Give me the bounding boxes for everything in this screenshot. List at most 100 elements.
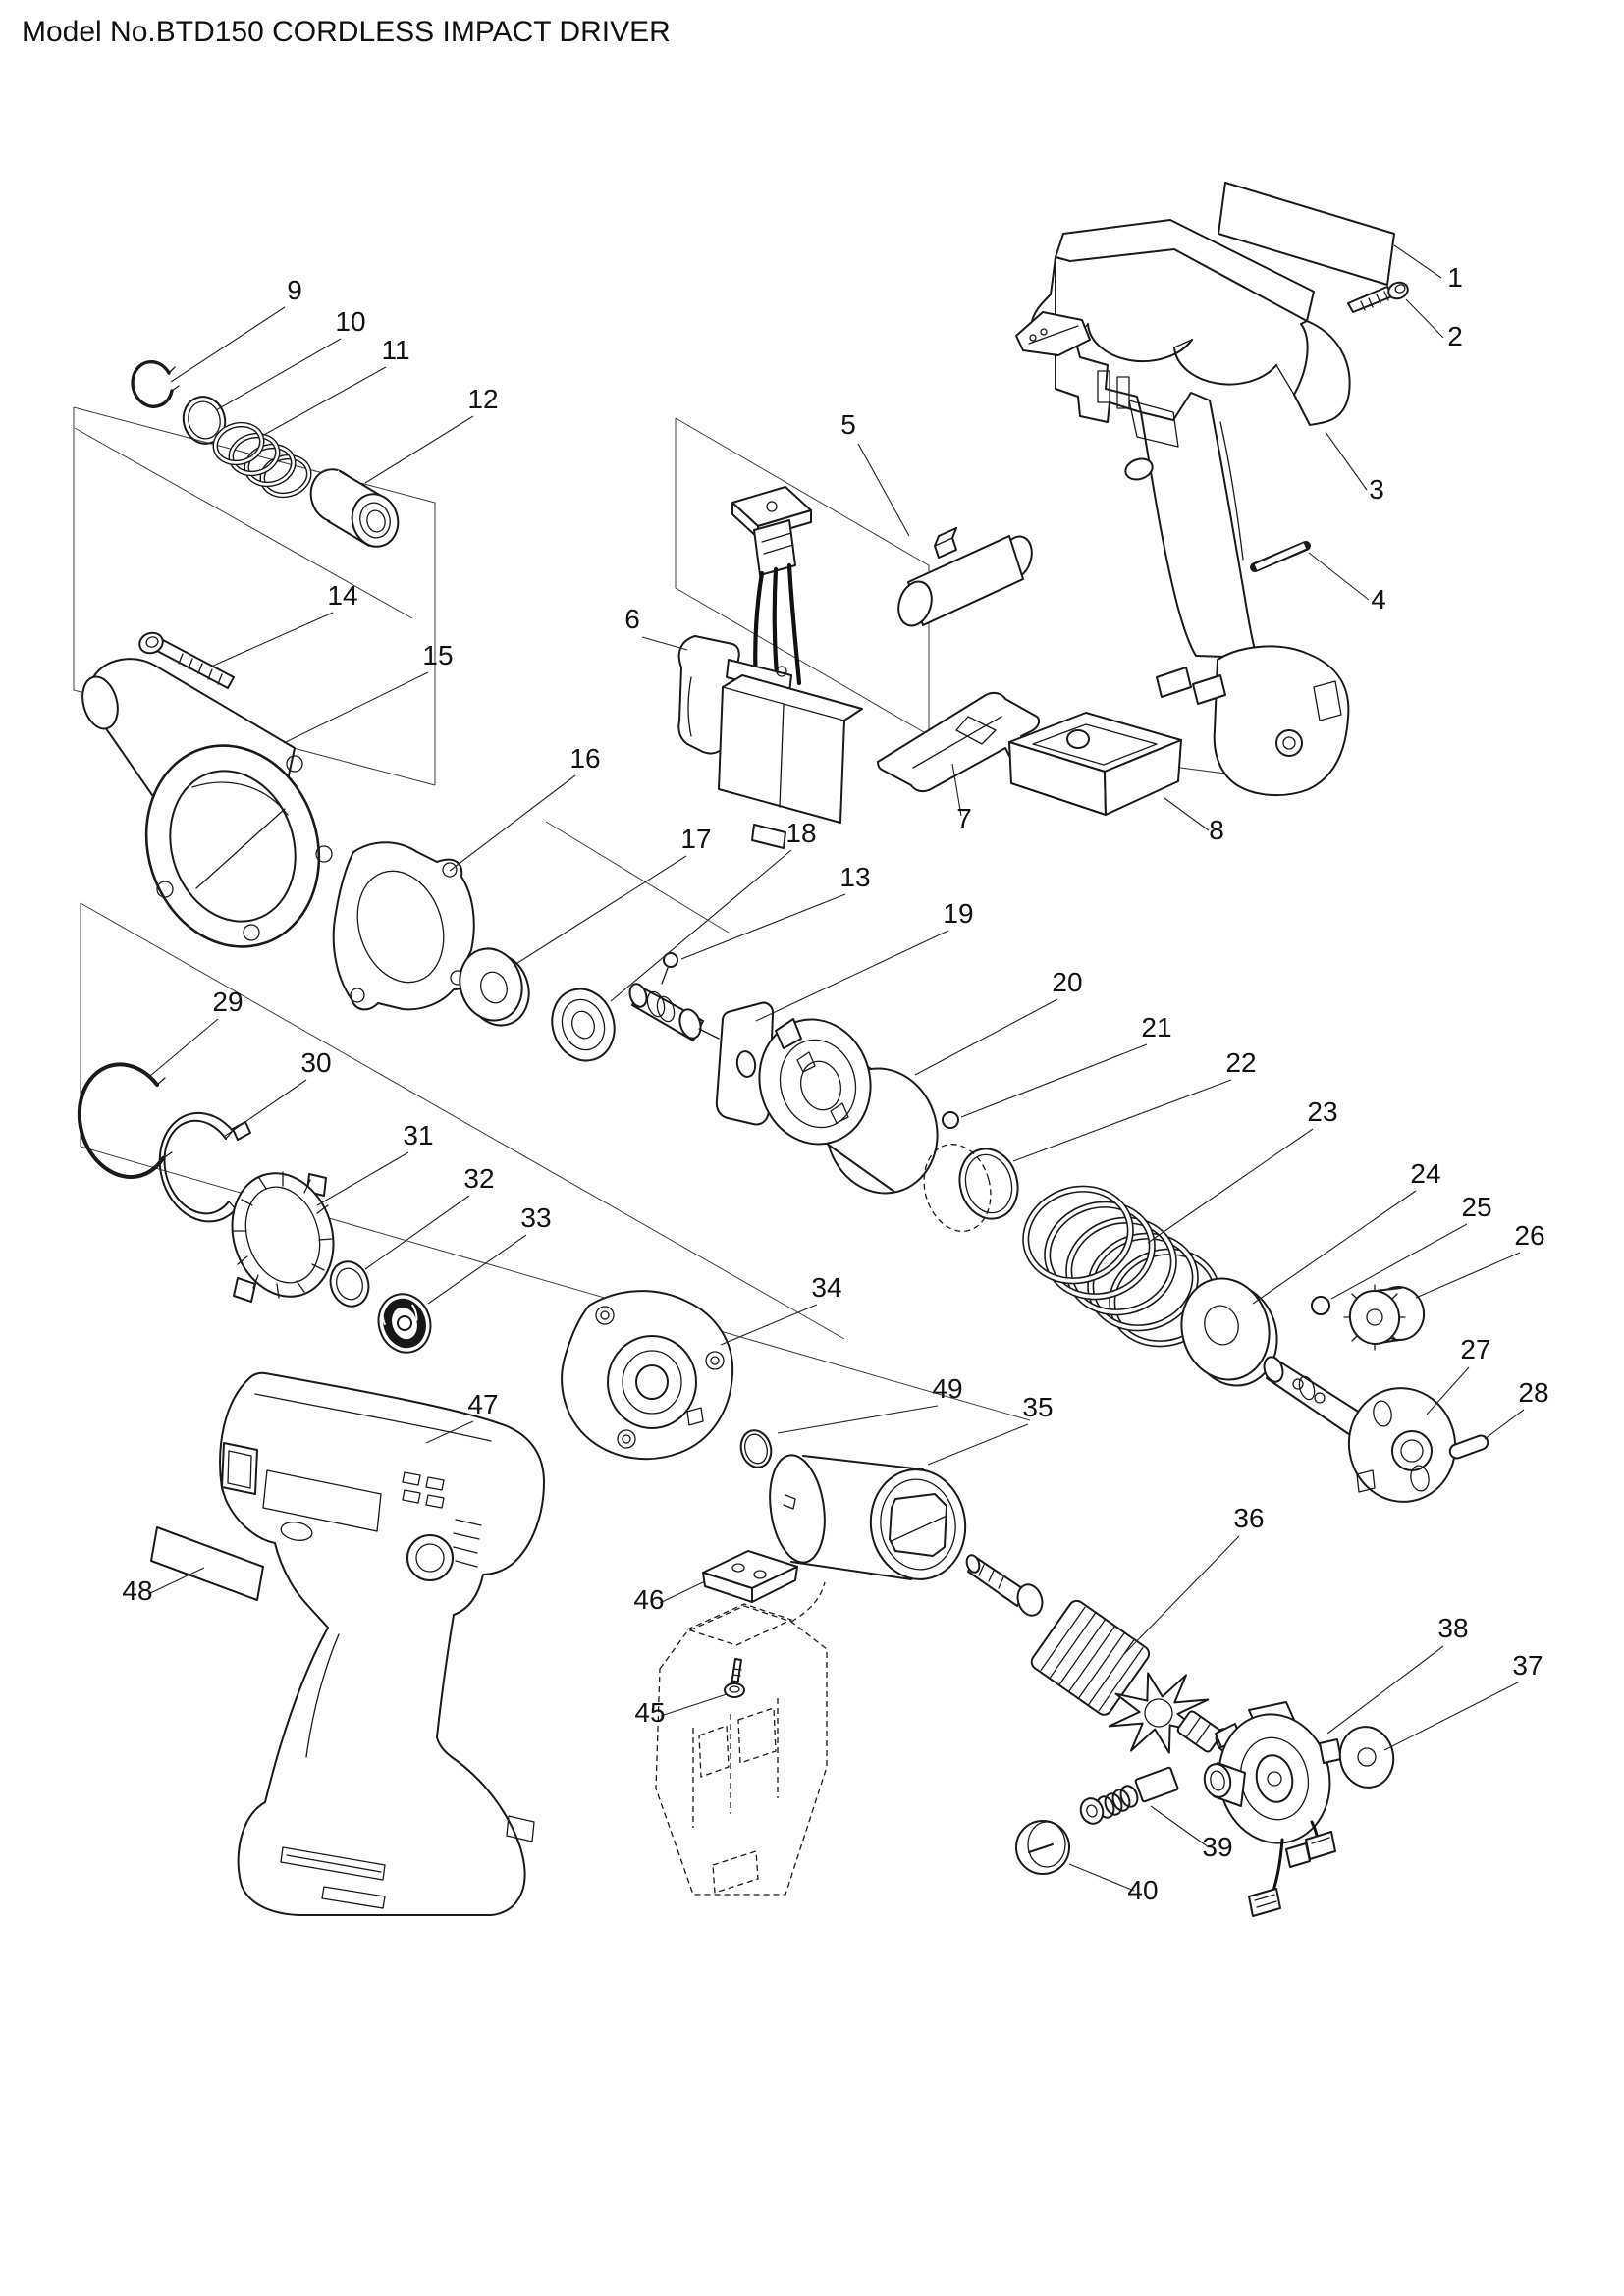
part-27-spindle xyxy=(1263,1356,1457,1503)
leader-line-16 xyxy=(449,774,576,872)
leader-line-27 xyxy=(1426,1366,1470,1415)
callout-number-9: 9 xyxy=(287,275,302,305)
leader-line-1 xyxy=(1393,244,1442,279)
callout-number-38: 38 xyxy=(1437,1613,1468,1643)
callout-number-31: 31 xyxy=(403,1120,433,1150)
part-20-hammer xyxy=(758,1018,939,1195)
leader-line-8 xyxy=(1164,797,1210,831)
callout-number-5: 5 xyxy=(840,409,856,440)
part-13-steel-ball xyxy=(661,952,678,985)
leader-line-20 xyxy=(914,998,1058,1076)
leader-line-37 xyxy=(1383,1682,1519,1751)
part-37-washer xyxy=(1338,1726,1395,1789)
callout-number-24: 24 xyxy=(1410,1158,1440,1189)
leader-line-12 xyxy=(364,415,474,484)
leader-line-47 xyxy=(425,1420,474,1444)
part-11-spring xyxy=(212,421,312,499)
leader-line-11 xyxy=(261,366,387,437)
callout-number-18: 18 xyxy=(785,818,816,848)
leader-line-5 xyxy=(857,443,910,537)
leader-line-7 xyxy=(951,763,962,817)
leader-line-18 xyxy=(610,849,792,1002)
leader-line-4 xyxy=(1308,552,1370,601)
leader-line-17 xyxy=(514,855,687,966)
callout-number-34: 34 xyxy=(811,1272,841,1303)
part-24-flat-washer xyxy=(1180,1277,1278,1387)
part-19-anvil xyxy=(628,983,775,1126)
part-3-housing-right xyxy=(1015,219,1351,797)
leader-line-10 xyxy=(215,338,342,411)
part-46-terminal-plate xyxy=(702,1550,798,1603)
callout-number-8: 8 xyxy=(1209,815,1224,845)
callout-number-48: 48 xyxy=(122,1575,152,1606)
part-33-ball-bearing xyxy=(377,1293,432,1354)
callout-number-10: 10 xyxy=(335,306,365,337)
leader-line-6 xyxy=(641,636,688,651)
part-29-snap-ring xyxy=(77,1062,173,1179)
leader-line-23 xyxy=(1147,1128,1314,1244)
callout-number-7: 7 xyxy=(956,803,972,833)
callout-number-29: 29 xyxy=(212,987,243,1017)
callout-number-3: 3 xyxy=(1369,474,1384,505)
part-45-screw xyxy=(724,1658,745,1698)
callout-number-4: 4 xyxy=(1371,584,1386,614)
callout-number-22: 22 xyxy=(1225,1047,1256,1078)
callout-number-35: 35 xyxy=(1022,1392,1053,1422)
leader-line-25 xyxy=(1330,1223,1468,1300)
part-35-yoke-cylinder xyxy=(769,1454,967,1580)
callout-number-40: 40 xyxy=(1127,1875,1158,1905)
part-14-bolt xyxy=(138,631,235,689)
leader-line-15 xyxy=(283,671,429,744)
callout-number-21: 21 xyxy=(1141,1012,1171,1042)
part-15-hammer-case xyxy=(81,658,333,948)
callout-number-28: 28 xyxy=(1518,1377,1548,1408)
part-49-o-ring xyxy=(739,1429,773,1468)
callout-number-30: 30 xyxy=(300,1047,331,1078)
part-21-steel-ball xyxy=(942,1111,959,1129)
leader-line-36 xyxy=(1122,1535,1240,1656)
part-25-steel-ball xyxy=(1311,1296,1330,1315)
leader-line-28 xyxy=(1484,1409,1525,1440)
leader-line-45 xyxy=(660,1693,728,1717)
callout-number-15: 15 xyxy=(422,640,453,670)
leader-line-3 xyxy=(1325,431,1368,491)
part-12-sleeve xyxy=(309,468,400,548)
leader-line-49 xyxy=(777,1405,939,1434)
callout-number-33: 33 xyxy=(520,1202,551,1233)
page-title: Model No.BTD150 CORDLESS IMPACT DRIVER xyxy=(22,16,671,48)
part-31-bearing-retainer xyxy=(231,1171,335,1303)
part-6-switch xyxy=(677,486,863,849)
leader-line-24 xyxy=(1252,1190,1417,1305)
leader-line-14 xyxy=(210,612,334,667)
part-9-snap-ring xyxy=(131,359,180,408)
part-36-armature xyxy=(965,1554,1240,1754)
part-34-bearing-box xyxy=(561,1290,734,1461)
part-8-terminal-box xyxy=(1008,712,1182,816)
callout-number-23: 23 xyxy=(1307,1096,1337,1127)
part-48-label xyxy=(150,1526,264,1601)
part-18-washer xyxy=(551,988,616,1062)
leader-line-46 xyxy=(659,1580,706,1604)
callout-number-13: 13 xyxy=(839,862,870,892)
leader-line-26 xyxy=(1415,1252,1521,1299)
part-32-ring xyxy=(329,1260,370,1308)
leader-line-30 xyxy=(223,1079,307,1138)
leader-line-40 xyxy=(1068,1863,1135,1892)
leader-line-34 xyxy=(720,1304,818,1346)
leader-line-21 xyxy=(960,1043,1148,1118)
leader-line-19 xyxy=(755,930,949,1022)
callout-number-17: 17 xyxy=(680,824,711,854)
callout-number-27: 27 xyxy=(1460,1334,1490,1364)
leader-line-13 xyxy=(680,893,846,960)
callout-number-11: 11 xyxy=(381,335,409,365)
callout-number-45: 45 xyxy=(634,1697,665,1728)
callout-number-12: 12 xyxy=(467,384,498,414)
hammer-ghost-circle xyxy=(923,1144,992,1232)
callout-number-36: 36 xyxy=(1233,1503,1264,1533)
callout-number-6: 6 xyxy=(624,604,640,634)
leader-line-31 xyxy=(316,1151,409,1206)
callout-number-47: 47 xyxy=(467,1389,498,1419)
